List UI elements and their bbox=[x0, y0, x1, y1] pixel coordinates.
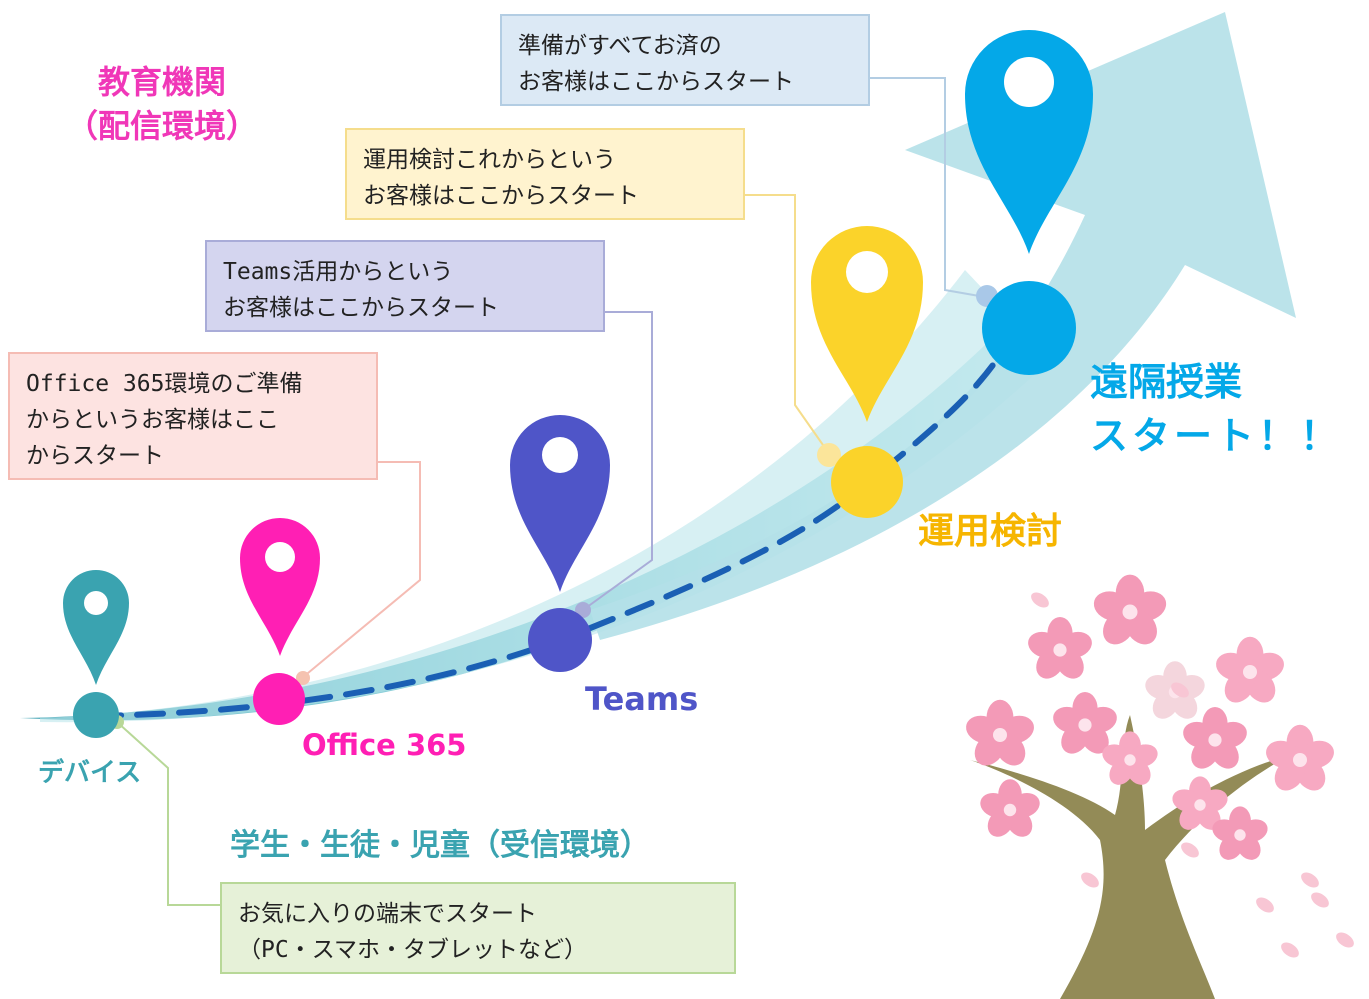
blossom-flower-icon bbox=[1266, 724, 1334, 791]
growth-arrow-head bbox=[590, 12, 1296, 640]
callout-office365: Office 365環境のご準備 からというお客様はここ からスタート bbox=[8, 352, 378, 480]
falling-petal-icon bbox=[1081, 872, 1099, 888]
dot-planning bbox=[817, 443, 841, 467]
connector-planning bbox=[745, 194, 831, 456]
falling-petal-icon bbox=[1256, 897, 1274, 913]
falling-petal-icon bbox=[1336, 932, 1354, 948]
pin-remote-class-icon bbox=[965, 30, 1093, 254]
dot-teams bbox=[575, 602, 591, 618]
milestone-teams bbox=[528, 608, 592, 672]
falling-petal-icon bbox=[1311, 892, 1329, 908]
falling-petal-icon bbox=[1181, 842, 1199, 858]
stage-label-office365: Office 365 bbox=[302, 728, 467, 762]
callout-connectors bbox=[116, 77, 986, 906]
goal-heading: 遠隔授業 スタート！！ bbox=[1090, 360, 1343, 458]
callout-teams: Teams活用からという お客様はここからスタート bbox=[205, 240, 605, 332]
progress-dashed-line bbox=[92, 352, 1003, 719]
blossom-flower-icon bbox=[1028, 617, 1092, 679]
pin-teams-icon bbox=[510, 415, 610, 592]
blossom-flower-icon bbox=[1102, 731, 1158, 785]
stage-label-planning: 運用検討 bbox=[918, 511, 1063, 552]
blossom-flower-icon bbox=[980, 779, 1040, 837]
blossom-flower-icon bbox=[1183, 707, 1247, 769]
blossom-flower-icon bbox=[1053, 692, 1117, 754]
falling-petal-icon bbox=[1031, 592, 1049, 608]
blossom-flower-icon bbox=[1093, 574, 1167, 645]
connector-device bbox=[116, 721, 220, 906]
blossom-flower-icon bbox=[1212, 806, 1268, 860]
callout-planning: 運用検討これからという お客様はここからスタート bbox=[345, 128, 745, 220]
dot-office bbox=[296, 671, 310, 685]
pin-device-icon bbox=[63, 570, 129, 685]
blossom-flower-icon bbox=[1172, 776, 1228, 830]
cherry-tree-illustration bbox=[966, 574, 1354, 999]
connector-ready bbox=[870, 77, 986, 298]
callout-device: お気に入りの端末でスタート （PC・スマホ・タブレットなど） bbox=[220, 882, 736, 974]
milestone-planning bbox=[831, 446, 903, 518]
falling-petal-icon bbox=[1301, 872, 1319, 888]
students-heading: 学生・生徒・児童（受信環境） bbox=[230, 828, 650, 863]
stage-label-teams: Teams bbox=[585, 680, 699, 718]
connector-office bbox=[301, 461, 421, 679]
pin-office365-icon bbox=[240, 518, 320, 656]
blossom-flower-icon bbox=[966, 699, 1034, 766]
pin-planning-icon bbox=[811, 226, 923, 422]
milestone-device bbox=[73, 692, 119, 738]
falling-petal-icon bbox=[1171, 682, 1189, 698]
milestone-office365 bbox=[253, 673, 305, 725]
tree-trunk bbox=[970, 715, 1290, 999]
falling-petal-icon bbox=[1281, 942, 1299, 958]
education-heading: 教育機関 （配信環境） bbox=[65, 63, 258, 145]
blossom-cluster bbox=[966, 574, 1354, 958]
blossom-flower-icon bbox=[1216, 636, 1284, 703]
callout-ready: 準備がすべてお済の お客様はここからスタート bbox=[500, 14, 870, 106]
milestone-remote-class bbox=[982, 281, 1076, 375]
stage-label-device: デバイス bbox=[38, 758, 142, 788]
connector-teams bbox=[582, 311, 653, 611]
